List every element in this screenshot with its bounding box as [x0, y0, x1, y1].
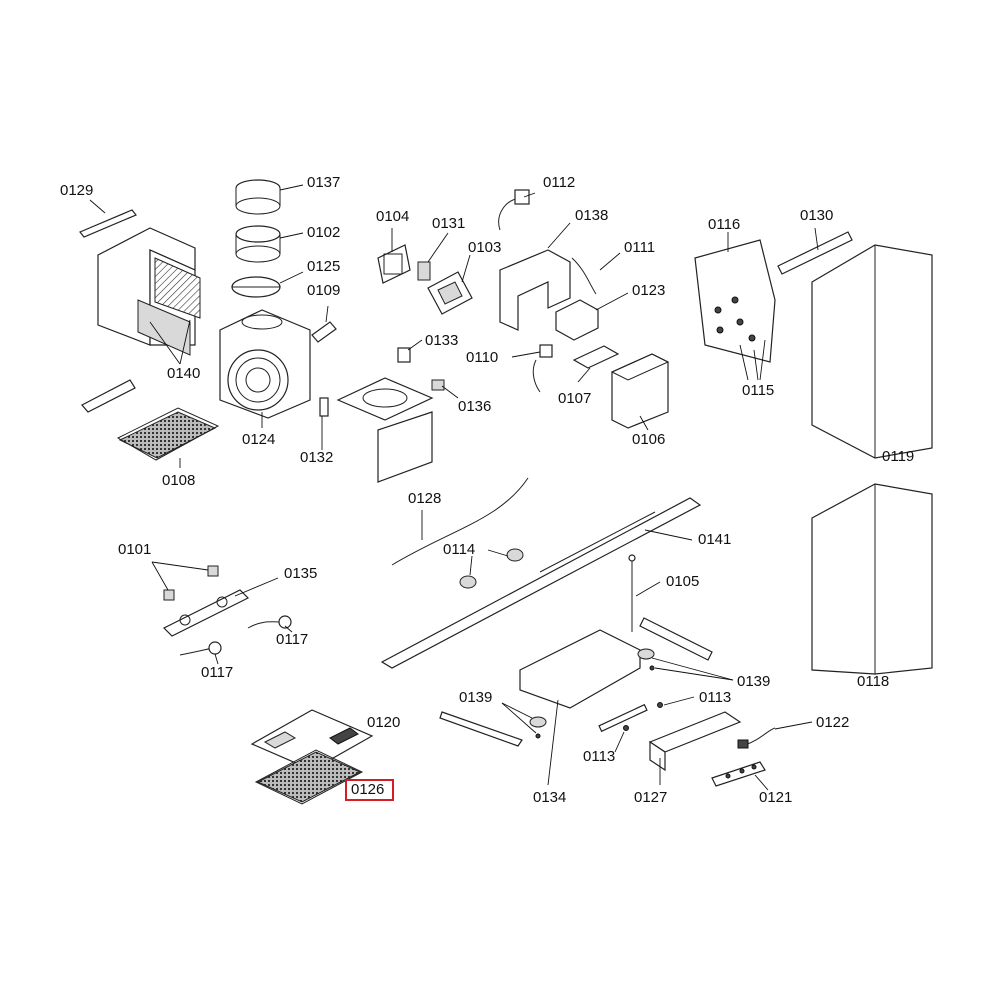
part-0113: [598, 702, 663, 733]
part-0114-knobs: [459, 548, 524, 589]
label-0124: 0124: [242, 431, 276, 448]
label-0132: 0132: [300, 449, 334, 466]
part-0109-capacitor: [311, 321, 337, 343]
label-0122: 0122: [816, 714, 850, 731]
part-0112-plug: [498, 189, 530, 231]
part-0121-board: [711, 761, 766, 787]
label-0117-right: 0117: [276, 631, 309, 648]
part-0130-bracket: [777, 231, 853, 275]
label-0128: 0128: [408, 490, 442, 507]
label-0114: 0114: [443, 541, 476, 558]
label-0141: 0141: [698, 531, 732, 548]
label-0121: 0121: [759, 789, 793, 806]
label-0107: 0107: [558, 390, 592, 407]
part-0122-cable: [737, 727, 776, 749]
part-0106-box: [610, 353, 670, 429]
label-0116: 0116: [708, 216, 741, 233]
label-0102: 0102: [307, 224, 341, 241]
label-0134: 0134: [533, 789, 567, 806]
label-0105: 0105: [666, 573, 700, 590]
label-0126-highlighted: 0126: [345, 779, 395, 801]
label-0113-left: 0113: [583, 748, 616, 765]
label-0120: 0120: [367, 714, 401, 731]
label-0140: 0140: [167, 365, 201, 382]
label-0104: 0104: [376, 208, 410, 225]
label-0130: 0130: [800, 207, 834, 224]
label-0129: 0129: [60, 182, 94, 199]
part-0108-filter: [81, 379, 220, 461]
part-0127-panel: [648, 711, 742, 772]
label-0136: 0136: [458, 398, 492, 415]
label-0139-left: 0139: [459, 689, 493, 706]
label-0101: 0101: [118, 541, 152, 558]
label-0115: 0115: [742, 382, 775, 399]
part-0132-bracket: [319, 397, 329, 417]
part-0102-collar: [235, 225, 281, 263]
part-0139-fittings: [529, 648, 655, 739]
part-0116-panel: [694, 239, 776, 363]
part-0133-clip: [397, 347, 411, 363]
label-0112: 0112: [543, 174, 576, 191]
part-0136-terminal: [431, 379, 445, 391]
part-0110-bracket: [532, 344, 553, 393]
part-side-bar: [439, 711, 523, 747]
label-0137: 0137: [307, 174, 341, 191]
label-0106: 0106: [632, 431, 666, 448]
part-0123-transformer: [555, 299, 599, 341]
label-0138: 0138: [575, 207, 609, 224]
part-0129-strip: [79, 209, 137, 238]
part-0118-chimney: [811, 483, 933, 675]
part-0124-blower: [219, 309, 311, 419]
part-0125-flap: [231, 276, 281, 298]
label-0113-right: 0113: [699, 689, 732, 706]
label-0131: 0131: [432, 215, 466, 232]
part-0140-box: [97, 227, 201, 356]
label-0133: 0133: [425, 332, 459, 349]
label-0109: 0109: [307, 282, 341, 299]
part-0107-light: [572, 345, 620, 369]
part-0119-chimney: [811, 244, 933, 459]
part-0138-cover: [499, 249, 571, 331]
label-0119: 0119: [882, 448, 915, 465]
part-0117-lamps: [179, 615, 292, 656]
label-0127: 0127: [634, 789, 668, 806]
label-0118: 0118: [857, 673, 890, 690]
label-0108: 0108: [162, 472, 196, 489]
part-0104-panel: [377, 244, 411, 284]
part-0126-filter: [254, 749, 364, 805]
label-0111: 0111: [624, 239, 656, 256]
part-0141-canopy: [380, 497, 702, 669]
label-0103: 0103: [468, 239, 502, 256]
part-0134-plate: [519, 617, 713, 709]
part-0131-switch: [417, 261, 431, 281]
label-0117-left: 0117: [201, 664, 234, 681]
part-0137-collar: [235, 179, 281, 215]
label-0123: 0123: [632, 282, 666, 299]
part-0101-clips: [163, 565, 219, 601]
part-0135-plate: [162, 589, 250, 637]
part-0111-wire: [571, 257, 597, 295]
part-0128-cable: [391, 477, 529, 566]
part-0103-board: [427, 271, 473, 315]
part-top-plate: [336, 377, 434, 483]
part-0120-glass: [250, 709, 374, 771]
label-0125: 0125: [307, 258, 341, 275]
part-0105-rod: [628, 554, 636, 632]
label-0139-right: 0139: [737, 673, 771, 690]
label-0110: 0110: [466, 349, 499, 366]
label-0135: 0135: [284, 565, 318, 582]
